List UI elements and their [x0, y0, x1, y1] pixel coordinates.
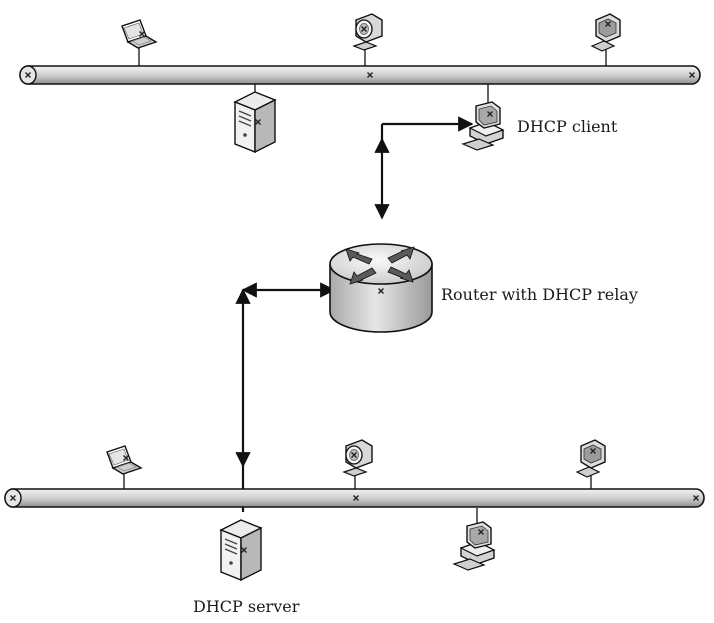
crt-monitor-icon	[353, 13, 383, 51]
router-top	[329, 243, 433, 285]
dhcp-client-desktop-icon	[462, 101, 504, 151]
flat-monitor-icon	[591, 13, 621, 52]
desktop-computer-icon	[453, 521, 495, 571]
dhcp-client-label: DHCP client	[517, 117, 618, 136]
router-icon	[329, 243, 433, 333]
upper-network-segment	[19, 13, 701, 153]
router-arrows-icon	[345, 246, 415, 285]
flat-monitor-icon	[576, 439, 606, 478]
crt-monitor-icon	[343, 439, 373, 477]
dhcp-server-label: DHCP server	[193, 597, 300, 616]
lower-network-segment	[4, 439, 705, 581]
router-label: Router with DHCP relay	[441, 285, 638, 304]
tower-server-icon	[234, 91, 276, 153]
laptop-icon	[121, 19, 157, 49]
lower-network-bus	[4, 488, 705, 508]
dhcp-server-tower-icon	[220, 519, 262, 581]
upper-network-bus	[19, 65, 701, 85]
